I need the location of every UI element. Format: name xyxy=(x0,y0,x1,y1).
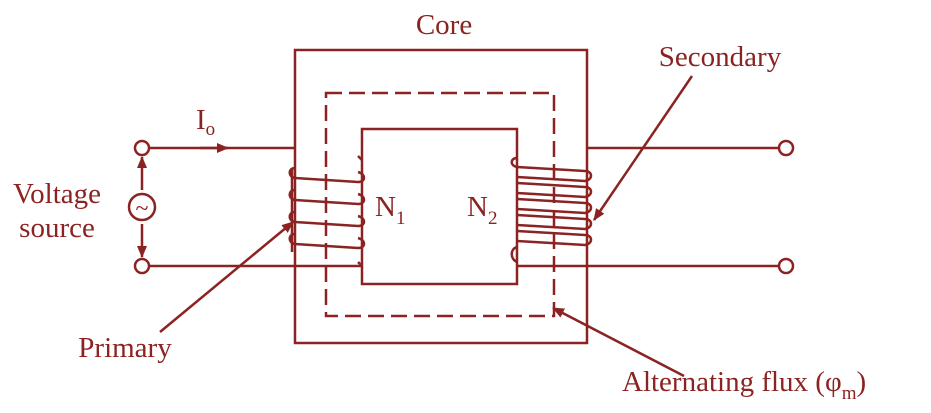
secondary-winding xyxy=(510,156,593,264)
n2-label: N2 xyxy=(467,191,497,229)
voltage-source-label-line2: source xyxy=(19,212,95,244)
current-label: Io xyxy=(196,104,215,140)
terminal-circle-icon xyxy=(777,257,795,275)
terminal-circle-icon xyxy=(777,139,795,157)
secondary-leader-arrow xyxy=(592,75,694,221)
ac-symbol: ~ xyxy=(136,196,149,222)
primary-winding xyxy=(288,155,366,267)
terminal-circle-icon xyxy=(133,257,151,275)
primary-leader-arrow xyxy=(159,221,294,333)
core-window xyxy=(360,127,519,286)
ac-source-icon xyxy=(127,192,157,222)
secondary-label: Secondary xyxy=(659,41,782,73)
voltage-source-label-line1: Voltage xyxy=(13,178,101,210)
core-label: Core xyxy=(416,9,472,41)
flux-path xyxy=(324,91,556,318)
terminal-circle-icon xyxy=(133,139,151,157)
flux-leader-arrow xyxy=(552,306,685,378)
alternating-flux-label: Alternating flux (φm) xyxy=(622,366,866,404)
n1-label: N1 xyxy=(375,191,405,229)
primary-label: Primary xyxy=(78,332,172,364)
